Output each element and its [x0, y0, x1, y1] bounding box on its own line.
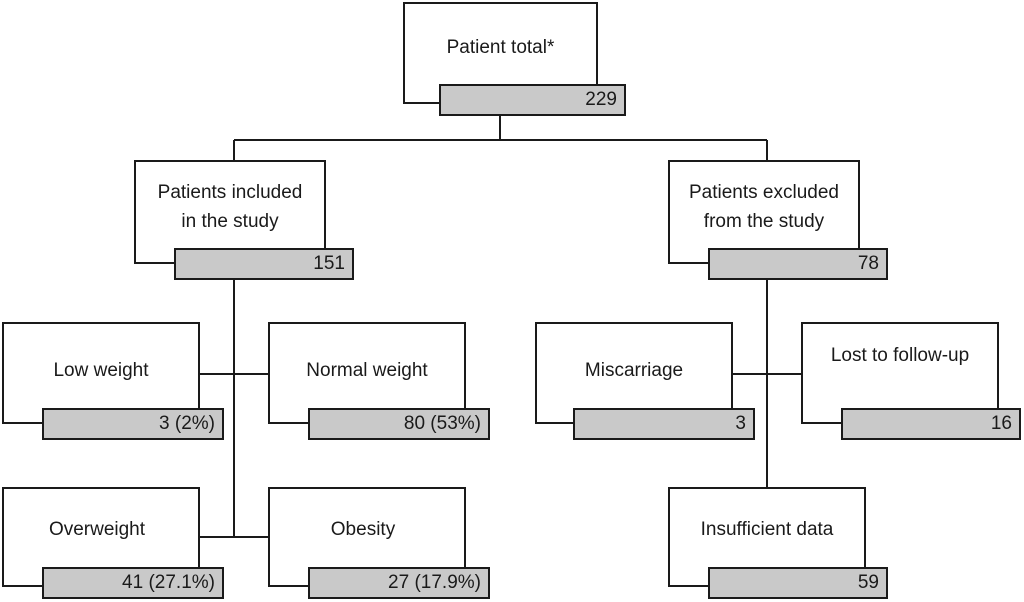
node-insufficient-data: Insufficient data 59 [668, 487, 890, 599]
node-count: 78 [708, 248, 888, 280]
node-low-weight: Low weight 3 (2%) [2, 322, 226, 440]
node-label: Low weight [53, 360, 149, 381]
node-label: Patients included in the study [157, 182, 303, 232]
node-count: 41 (27.1%) [42, 567, 224, 599]
node-label: Lost to follow-up [830, 345, 970, 366]
node-count: 3 (2%) [42, 408, 224, 440]
node-label: Overweight [48, 519, 146, 540]
node-count: 151 [174, 248, 354, 280]
node-patients-included: Patients included in the study 151 [134, 160, 354, 280]
node-patients-excluded: Patients excluded from the study 78 [668, 160, 888, 280]
node-count: 229 [439, 84, 626, 116]
node-lost-to-follow-up: Lost to follow-up 16 [801, 322, 1023, 440]
node-label: Patients excluded from the study [689, 182, 839, 232]
node-normal-weight: Normal weight 80 (53%) [268, 322, 492, 440]
node-label: Patient total* [446, 37, 555, 58]
node-overweight: Overweight 41 (27.1%) [2, 487, 226, 599]
node-label: Normal weight [306, 360, 428, 381]
connector-total-split [233, 114, 768, 160]
node-count: 3 [573, 408, 755, 440]
node-patient-total: Patient total* 229 [403, 2, 628, 116]
node-count: 59 [708, 567, 888, 599]
node-label: Miscarriage [584, 360, 684, 381]
node-count: 80 (53%) [308, 408, 490, 440]
node-count: 16 [841, 408, 1021, 440]
node-label: Obesity [330, 519, 396, 540]
node-label: Insufficient data [700, 519, 834, 540]
node-miscarriage: Miscarriage 3 [535, 322, 759, 440]
node-obesity: Obesity 27 (17.9%) [268, 487, 492, 599]
node-count: 27 (17.9%) [308, 567, 490, 599]
